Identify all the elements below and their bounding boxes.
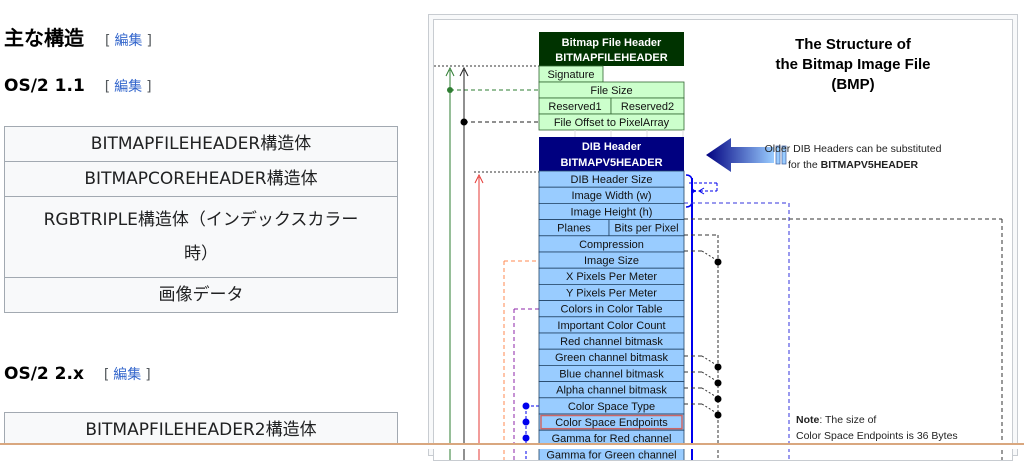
field-y-pixels-per-meter: Y Pixels Per Meter: [566, 287, 657, 299]
mask-connector: [701, 355, 719, 367]
os2-2x-structure-table: BITMAPFILEHEADER2構造体: [4, 412, 398, 448]
field-colors-in-color-table: Colors in Color Table: [561, 304, 663, 316]
arrow-head-icon: [474, 173, 484, 184]
table-cell: BITMAPCOREHEADER構造体: [4, 161, 398, 197]
field-dib-header-size: DIB Header Size: [571, 174, 653, 186]
file-header-name: BITMAPFILEHEADER: [555, 52, 668, 64]
edit-section: [編集]: [103, 367, 151, 383]
connector-lines: [434, 65, 1003, 460]
field-green-channel-bitmask: Green channel bitmask: [555, 352, 669, 364]
substitute-arrow-icon: [706, 138, 787, 172]
field-image-size: Image Size: [584, 255, 639, 267]
field-image-width-w-: Image Width (w): [571, 190, 651, 202]
field-x-pixels-per-meter: X Pixels Per Meter: [566, 271, 657, 283]
table-cell: BITMAPFILEHEADER構造体: [4, 126, 398, 162]
field-gamma-for-green-channel: Gamma for Green channel: [546, 449, 676, 460]
field-file-offset: File Offset to PixelArray: [554, 117, 670, 129]
field-planes: Planes: [557, 223, 591, 235]
field-compression: Compression: [579, 239, 644, 251]
connector-dot: [714, 363, 722, 371]
mask-connector: [701, 387, 719, 399]
mask-connector: [701, 403, 719, 415]
bottom-divider: [0, 443, 1024, 449]
field-signature: Signature: [547, 69, 594, 81]
field-alpha-channel-bitmask: Alpha channel bitmask: [556, 385, 667, 397]
table-row: 画像データ: [4, 277, 398, 313]
field-important-color-count: Important Color Count: [557, 320, 665, 332]
brace-icon: [685, 174, 697, 208]
diagram-title: The Structure of the Bitmap Image File (…: [775, 36, 930, 93]
table-row: BITMAPCOREHEADER構造体: [4, 161, 398, 197]
dib-header-title: DIB Header: [582, 141, 642, 153]
field-blue-channel-bitmask: Blue channel bitmask: [559, 368, 664, 380]
diagram-title-line: The Structure of: [795, 36, 912, 53]
mask-connector: [701, 250, 719, 262]
arrow-head-icon: [698, 187, 705, 195]
edit-section: [編集]: [104, 79, 152, 95]
connector-dot: [714, 258, 722, 266]
table-cell: RGBTRIPLE構造体（インデックスカラー時）: [4, 196, 398, 278]
field-bits-per-pixel: Bits per Pixel: [614, 223, 678, 235]
substitute-note-line1: Older DIB Headers can be substituted: [765, 143, 942, 155]
section-heading-os2-2x: OS/2 2.x [編集]: [4, 364, 151, 384]
section-title: 主な構造: [4, 26, 84, 50]
mask-connector: [701, 371, 719, 383]
table-row: RGBTRIPLE構造体（インデックスカラー時）: [4, 196, 398, 278]
diagram-title-line: (BMP): [831, 76, 874, 93]
section-heading-os2-11: OS/2 1.1 [編集]: [4, 76, 152, 96]
connector-dot: [714, 379, 722, 387]
edit-section: [編集]: [104, 33, 152, 49]
section-heading-main-structure: 主な構造 [編集]: [4, 22, 152, 51]
field-red-channel-bitmask: Red channel bitmask: [560, 336, 663, 348]
field-file-size: File Size: [590, 85, 632, 97]
highlight-box: [540, 414, 683, 430]
file-header-title-box: [539, 32, 684, 66]
dib-header-title-box: [539, 137, 684, 171]
field-color-space-type: Color Space Type: [568, 401, 655, 413]
note-line1: Note: The size of: [796, 414, 876, 426]
os2-11-structure-table: BITMAPFILEHEADER構造体 BITMAPCOREHEADER構造体 …: [4, 126, 398, 313]
connector-dot: [447, 87, 453, 93]
arrow-head-icon: [459, 66, 469, 77]
connector-dot: [714, 395, 722, 403]
arrow-head-icon: [445, 66, 455, 77]
table-cell: 画像データ: [4, 277, 398, 313]
field-image-height-h-: Image Height (h): [571, 206, 653, 218]
field-reserved2: Reserved2: [621, 101, 674, 113]
file-header-title: Bitmap File Header: [562, 37, 662, 49]
edit-link[interactable]: 編集: [113, 367, 142, 383]
connector-dot: [460, 118, 468, 126]
dib-header-name: BITMAPV5HEADER: [560, 157, 662, 169]
table-row: BITMAPFILEHEADER2構造体: [4, 412, 398, 448]
field-reserved1: Reserved1: [548, 101, 601, 113]
section-title: OS/2 1.1: [4, 76, 85, 96]
table-cell: BITMAPFILEHEADER2構造体: [4, 412, 398, 448]
field-color-space-endpoints: Color Space Endpoints: [555, 417, 668, 429]
table-row: BITMAPFILEHEADER構造体: [4, 126, 398, 162]
diagram-title-line: the Bitmap Image File: [775, 56, 930, 73]
substitute-note-line2: for the BITMAPV5HEADER: [788, 159, 919, 171]
section-title: OS/2 2.x: [4, 364, 84, 384]
edit-link[interactable]: 編集: [114, 79, 143, 95]
field-gamma-for-red-channel: Gamma for Red channel: [552, 433, 672, 445]
edit-link[interactable]: 編集: [114, 33, 143, 49]
note-line2: Color Space Endpoints is 36 Bytes: [796, 430, 958, 442]
connector-dot: [714, 411, 722, 419]
